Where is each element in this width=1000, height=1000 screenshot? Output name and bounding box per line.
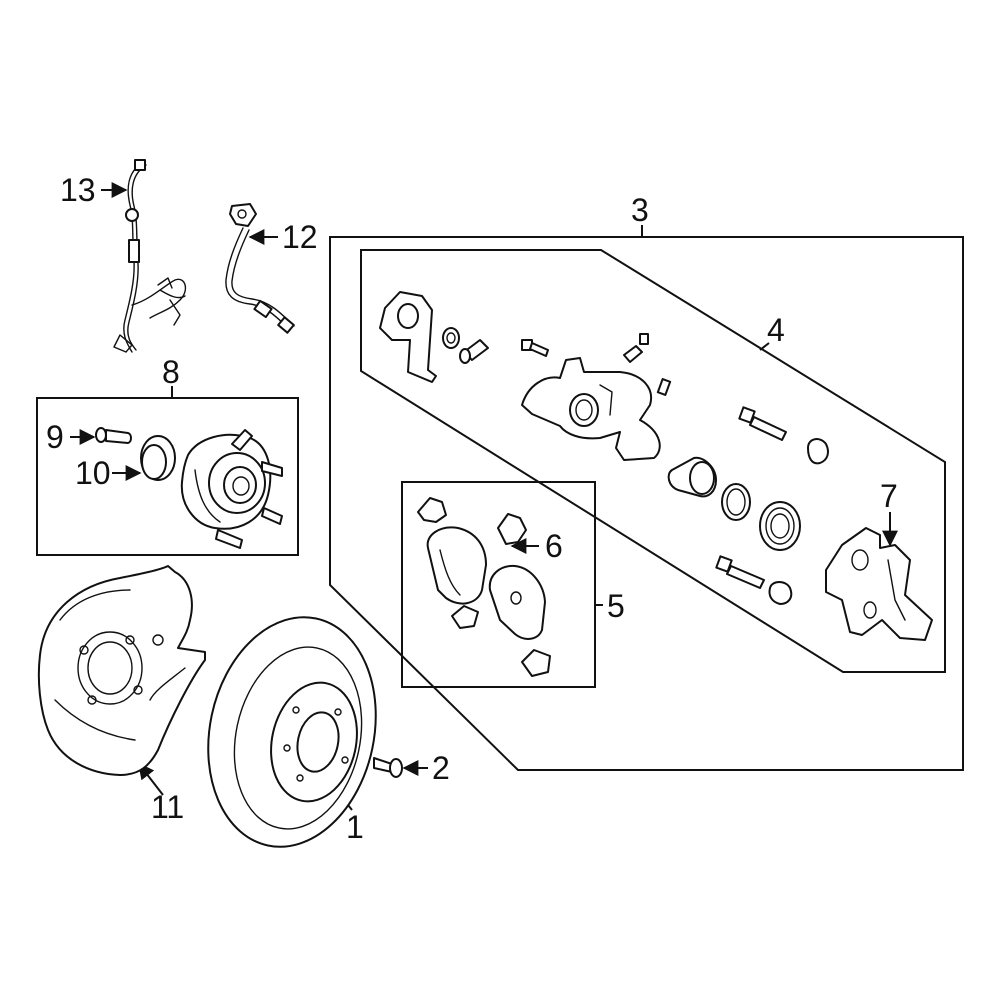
callout-13: 13 [60,172,96,208]
callout-2: 2 [432,750,450,786]
callout-1: 1 [346,809,364,845]
callout-10: 10 [75,455,111,491]
leader-4 [759,342,770,351]
pad-clip-lower-right-part [521,649,551,677]
brake-pad-inner-part [426,526,487,605]
speed-sensor-harness-part [113,159,187,353]
lower-boot-part [768,581,793,605]
guide-bolt-part [738,406,787,441]
callout-6: 6 [545,528,563,564]
callout-8: 8 [162,354,180,390]
hub-assembly-box [36,397,299,556]
caliper-support-part [825,527,933,641]
callout-4: 4 [767,312,785,348]
piston-seal-part [721,483,751,521]
caliper-components-box [360,249,946,673]
caliper-bolt-upper-part [521,339,549,357]
callout-11: 11 [151,789,184,825]
small-seal-ring-part [442,327,460,349]
callout-9: 9 [46,419,64,455]
pad-kit-box [401,481,596,688]
pad-clip-6-part [497,513,527,545]
brake-pad-outer-part [488,564,546,640]
caliper-piston-part [667,456,717,498]
caliper-body-part [521,357,672,461]
guide-pin-part [459,339,489,364]
dust-boot-part [759,501,801,551]
rotor-screw-part [373,757,403,778]
pad-clip-upper-left-part [417,497,447,523]
callout-3: 3 [631,192,649,228]
caliper-bracket-part [379,291,437,383]
dust-shield-part [37,565,206,776]
callout-5: 5 [607,588,625,624]
callout-7: 7 [880,478,898,514]
caliper-assembly-box [329,236,964,771]
brake-hose-part [225,203,295,334]
wheel-hub-part [180,429,283,549]
hub-bolt-part [95,427,132,444]
brake-rotor-part [207,616,377,848]
guide-boot-part [807,438,829,465]
hub-cap-part [140,435,176,481]
pad-clip-lower-left-part [451,605,479,629]
bleeder-screw-part [623,333,649,363]
callout-12: 12 [282,219,318,255]
lower-guide-bolt-part [715,555,765,589]
